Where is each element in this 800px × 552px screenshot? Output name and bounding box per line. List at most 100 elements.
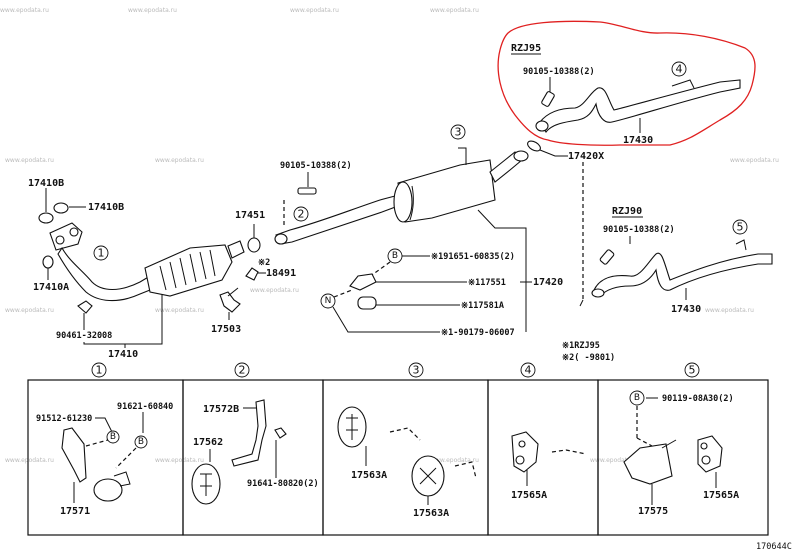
watermark: www.epodata.ru: [5, 457, 54, 464]
svg-text:5: 5: [737, 221, 744, 234]
panel-callout-5: [684, 362, 700, 378]
bracket-18491[interactable]: [245, 267, 259, 281]
svg-text:4: 4: [676, 63, 683, 76]
part-label-90105-10388: 90105-10388(2): [280, 161, 352, 171]
svg-text:1: 1: [96, 364, 103, 377]
svg-text:3: 3: [455, 126, 462, 139]
tail-pipe-rzj95: RZJ95 90105-10388(2) 4 17430 17420X: [497, 20, 756, 307]
part-label-91621-60840: 91621-60840: [117, 402, 173, 412]
svg-text:B: B: [110, 432, 116, 442]
svg-text:5: 5: [689, 364, 696, 377]
part-label-117581a: ※117581A: [461, 301, 504, 311]
clamp-90461[interactable]: [77, 300, 93, 314]
watermark: www.epodata.ru: [705, 307, 754, 314]
svg-text:2: 2: [239, 364, 246, 377]
svg-text:B: B: [634, 393, 640, 403]
bracket-17575[interactable]: [623, 443, 673, 485]
part-label-17575: 17575: [638, 506, 668, 517]
part-label-90105-10388-rzj95: 90105-10388(2): [523, 67, 595, 77]
bolt-91641-80820[interactable]: [274, 427, 287, 439]
panel-5: [597, 379, 769, 536]
part-label-17420: 17420: [533, 277, 563, 288]
watermark: www.epodata.ru: [155, 457, 204, 464]
panel-callout-1: [91, 362, 107, 378]
watermark: www.epodata.ru: [430, 457, 479, 464]
part-label-17451: 17451: [235, 210, 265, 221]
front-pipe-flange[interactable]: [49, 222, 83, 251]
cushion-117581a[interactable]: [357, 296, 377, 310]
part-label-90119-08a30: 90119-08A30(2): [662, 394, 734, 404]
bolt-90105-10388[interactable]: [297, 187, 317, 195]
highlight-outline: [497, 20, 756, 146]
part-label-17503: 17503: [211, 324, 241, 335]
watermark: www.epodata.ru: [730, 157, 779, 164]
diagram-code: 170644C: [756, 542, 792, 552]
part-label-90179-06007: ※1-90179-06007: [441, 328, 515, 338]
watermark: www.epodata.ru: [590, 457, 639, 464]
clamp-91621[interactable]: [93, 478, 123, 502]
footnote-2: ※2( -9801): [562, 353, 615, 363]
watermark: www.epodata.ru: [5, 307, 54, 314]
callout-b: [134, 435, 148, 449]
panel-4: [487, 379, 599, 536]
svg-text:2: 2: [298, 208, 305, 221]
gasket-17410a[interactable]: [42, 255, 54, 269]
panel-callout-4: [520, 362, 536, 378]
watermark: www.epodata.ru: [155, 157, 204, 164]
callout-n: [320, 293, 336, 309]
watermark: www.epodata.ru: [290, 7, 339, 14]
callout-5: [732, 219, 748, 235]
callout-b: [106, 430, 120, 444]
watermark: www.epodata.ru: [128, 7, 177, 14]
footnote-1: ※1RZJ95: [562, 341, 600, 351]
bracket-117551[interactable]: [349, 273, 377, 291]
watermark: www.epodata.ru: [250, 287, 299, 294]
part-label-17430: 17430: [623, 135, 653, 146]
watermark: www.epodata.ru: [0, 7, 49, 14]
part-label-17565a: 17565A: [511, 490, 547, 501]
bolt-90105-10388-rzj95[interactable]: [541, 91, 555, 107]
detail-panels: 1 2 3 4 5 91512-61230 91621-60840 B B 17…: [27, 362, 769, 536]
part-label-117551: ※117551: [468, 278, 506, 288]
front-pipe-assembly: 17410B 17410B 1 17410A 90461-32008 17410…: [28, 178, 296, 360]
part-label-17410b: 17410B: [88, 202, 124, 213]
part-label-17420x: 17420X: [568, 151, 604, 162]
watermark: www.epodata.ru: [430, 7, 479, 14]
hanger-17565a-2[interactable]: [697, 435, 723, 473]
gasket-17410b-right[interactable]: [53, 202, 69, 214]
panel-callout-2: [234, 362, 250, 378]
gasket-17410b-left[interactable]: [38, 212, 54, 224]
watermark: www.epodata.ru: [155, 307, 204, 314]
callout-1: [93, 245, 109, 261]
part-label-91512-61230: 91512-61230: [36, 414, 92, 424]
gasket-17451[interactable]: [247, 237, 261, 253]
part-label-91641-80820: 91641-80820(2): [247, 479, 319, 489]
part-label-90461-32008: 90461-32008: [56, 331, 112, 341]
tail-pipe-rzj95-body[interactable]: [539, 79, 741, 133]
svg-text:B: B: [138, 437, 144, 447]
part-label-17571: 17571: [60, 506, 90, 517]
part-label-17563a: 17563A: [413, 508, 449, 519]
bracket-17503[interactable]: [219, 291, 241, 313]
callout-b: [629, 390, 645, 406]
part-label-17410a: 17410A: [33, 282, 69, 293]
catalytic-converter[interactable]: [144, 244, 233, 297]
note-mark-2: ※2: [258, 258, 270, 268]
watermark: www.epodata.ru: [5, 157, 54, 164]
bracket-17572b[interactable]: [231, 399, 267, 467]
part-label-17563a: 17563A: [351, 470, 387, 481]
part-label-17430-rzj90: 17430: [671, 304, 701, 315]
part-label-17565a: 17565A: [703, 490, 739, 501]
svg-text:3: 3: [413, 364, 420, 377]
watermarks: www.epodata.ru www.epodata.ru www.epodat…: [0, 7, 779, 464]
gasket-17420x[interactable]: [526, 139, 542, 153]
bracket-17571[interactable]: [61, 427, 87, 483]
svg-text:B: B: [392, 251, 398, 261]
svg-text:4: 4: [525, 364, 532, 377]
callout-2: [293, 206, 309, 222]
center-pipe[interactable]: [275, 195, 399, 245]
tail-pipe-rzj90-body[interactable]: [593, 252, 773, 297]
bolt-90105-10388-rzj90[interactable]: [599, 249, 615, 265]
hanger-17565a[interactable]: [511, 431, 539, 473]
